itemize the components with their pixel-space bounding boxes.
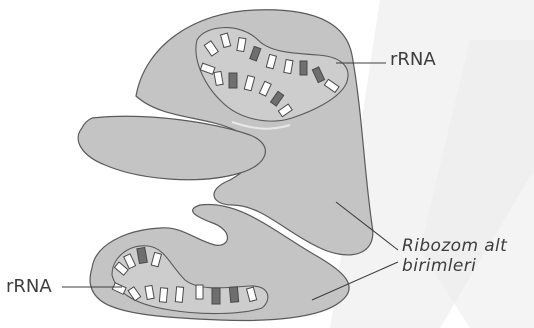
subunits-label-line1: Ribozom alt [402, 237, 507, 257]
subunits-label-line2: birimleri [402, 257, 507, 277]
ribosome-subunits-label: Ribozom alt birimleri [402, 237, 507, 276]
rrna-label-top: rRNA [390, 50, 436, 71]
rrna-label-bottom: rRNA [6, 277, 52, 298]
